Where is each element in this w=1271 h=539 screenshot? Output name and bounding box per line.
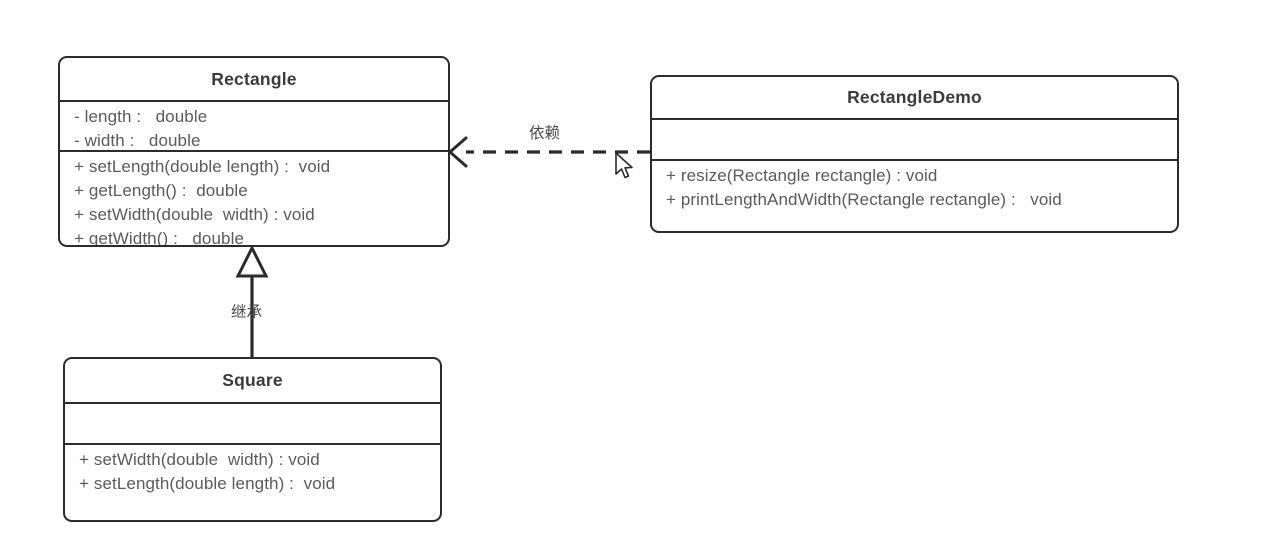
operations-compartment-rectangledemo: + resize(Rectangle rectangle) : void + p… — [652, 158, 1177, 231]
operation-item: + getWidth() : double — [74, 229, 245, 247]
inheritance-arrowhead — [235, 244, 269, 278]
mouse-pointer-icon — [615, 152, 633, 179]
attributes-compartment-square — [65, 402, 440, 443]
inheritance-label: 继承 — [231, 304, 263, 321]
operation-item: + setWidth(double width) : void — [79, 449, 320, 469]
operation-item: + setLength(double length) : void — [74, 157, 331, 176]
attributes-compartment-rectangledemo — [652, 118, 1177, 159]
dependency-label: 依赖 — [529, 125, 561, 142]
attribute-item: - length : double — [74, 107, 208, 126]
class-name-rectangle: Rectangle — [211, 68, 297, 89]
attribute-item: - width : double — [74, 131, 201, 150]
operation-item: + setLength(double length) : void — [79, 473, 336, 493]
operations-compartment-rectangle: + setLength(double length) : void + getL… — [60, 150, 448, 245]
class-box-rectangledemo[interactable]: RectangleDemo + resize(Rectangle rectang… — [650, 75, 1179, 233]
operation-item: + getLength() : double — [74, 181, 248, 200]
class-name-rectangledemo: RectangleDemo — [847, 87, 982, 108]
class-name-square: Square — [222, 370, 283, 391]
operation-item: + resize(Rectangle rectangle) : void — [666, 165, 938, 185]
class-box-rectangle[interactable]: Rectangle - length : double - width : do… — [58, 56, 450, 247]
operations-compartment-square: + setWidth(double width) : void + setLen… — [65, 442, 440, 520]
attributes-compartment-rectangle: - length : double - width : double — [60, 100, 448, 150]
operation-item: + printLengthAndWidth(Rectangle rectangl… — [666, 189, 1062, 209]
dependency-arrowhead — [447, 136, 468, 168]
operation-item: + setWidth(double width) : void — [74, 205, 315, 224]
class-box-square[interactable]: Square + setWidth(double width) : void +… — [63, 357, 442, 522]
